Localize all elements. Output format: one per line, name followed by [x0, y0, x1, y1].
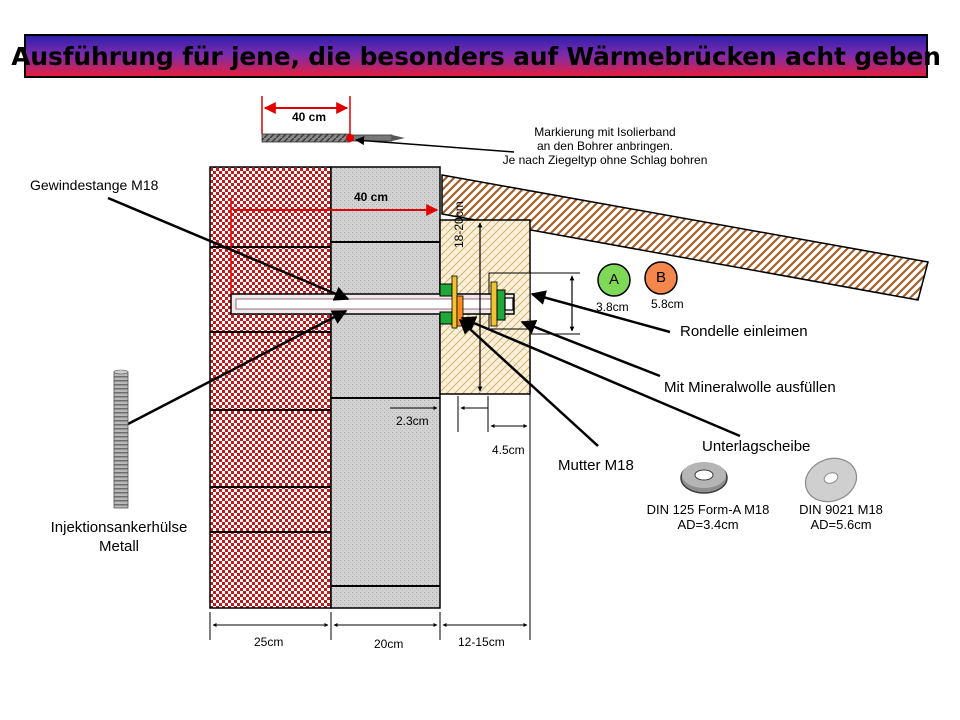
washer-din125-caption: DIN 125 Form-A M18 AD=3.4cm: [626, 502, 790, 532]
washer-yellow-inner: [451, 275, 458, 329]
washer-yellow-outer: [490, 281, 498, 327]
washer-din9021-caption: DIN 9021 M18 AD=5.6cm: [780, 502, 902, 532]
washer-din125-line-2: AD=3.4cm: [677, 517, 739, 532]
nut-green-bottom: [439, 311, 453, 325]
marking-note: Markierung mit Isolierband an den Bohrer…: [470, 125, 740, 167]
mineral-wool-pointer: [520, 319, 661, 378]
glue-washer-pointer: [530, 290, 671, 334]
insulation-width-label: 12-15cm: [458, 635, 505, 649]
concrete-joints: [331, 241, 440, 587]
beam-height-label: 18-20cm: [452, 201, 466, 248]
marker-a-size: 3.8cm: [596, 300, 629, 314]
glue-washer-label: Rondelle einleimen: [680, 323, 808, 340]
marker-a-circle: [597, 263, 631, 297]
marker-b-size: 5.8cm: [651, 297, 684, 311]
threaded-rod-pointer: [107, 196, 350, 301]
marking-note-line-2: an den Bohrer anbringen.: [536, 139, 674, 153]
nut-pointer: [458, 318, 599, 447]
washer-din9021-line-1: DIN 9021 M18: [799, 502, 883, 517]
mineral-wool-label: Mit Mineralwolle ausfüllen: [664, 379, 836, 396]
wall-depth-label: 40 cm: [354, 190, 389, 204]
unterlag-pointer: [460, 316, 741, 438]
marking-note-line-3: Je nach Ziegeltyp ohne Schlag bohren: [502, 153, 708, 167]
brick-joints: [210, 246, 331, 533]
gap-small-label: 2.3cm: [396, 414, 429, 428]
brick-wall: [209, 166, 332, 609]
page-title: Ausführung für jene, die besonders auf W…: [11, 41, 941, 71]
drill-bit: [261, 133, 405, 143]
anchor-sleeve-image: [113, 369, 129, 509]
concrete-wall: [330, 166, 441, 609]
brick-width-label: 25cm: [254, 635, 284, 649]
washer-din125-image: [680, 462, 728, 494]
anchor-sleeve-label-line-1: Injektionsankerhülse: [50, 519, 188, 536]
marker-b-letter: B: [655, 269, 666, 286]
anchor-sleeve-pointer: [127, 309, 348, 426]
marker-a-letter: A: [608, 271, 619, 288]
concrete-width-label: 20cm: [374, 637, 404, 651]
title-banner: Ausführung für jene, die besonders auf W…: [11, 34, 941, 78]
gap-45-label: 4.5cm: [492, 443, 525, 457]
nut-label: Mutter M18: [558, 457, 634, 474]
anchor-sleeve-label: Injektionsankerhülse Metall: [34, 519, 204, 555]
washer-din9021-image: [804, 457, 858, 503]
anchor-sleeve-label-line-2: Metall: [98, 538, 139, 555]
washer-heading: Unterlagscheibe: [702, 438, 811, 455]
washer-din125-line-1: DIN 125 Form-A M18: [646, 502, 770, 517]
drill-length-label: 40 cm: [292, 110, 327, 124]
roof-beam: [441, 174, 929, 301]
marking-note-line-1: Markierung mit Isolierband: [534, 125, 676, 139]
nut-end: [504, 297, 514, 311]
nut-green-top: [439, 283, 453, 297]
marker-b-circle: [644, 261, 678, 295]
washer-green-outer: [496, 289, 506, 321]
washer-din9021-line-2: AD=5.6cm: [810, 517, 872, 532]
tape-marker-dot: [346, 134, 354, 142]
threaded-rod-label: Gewindestange M18: [30, 177, 159, 193]
